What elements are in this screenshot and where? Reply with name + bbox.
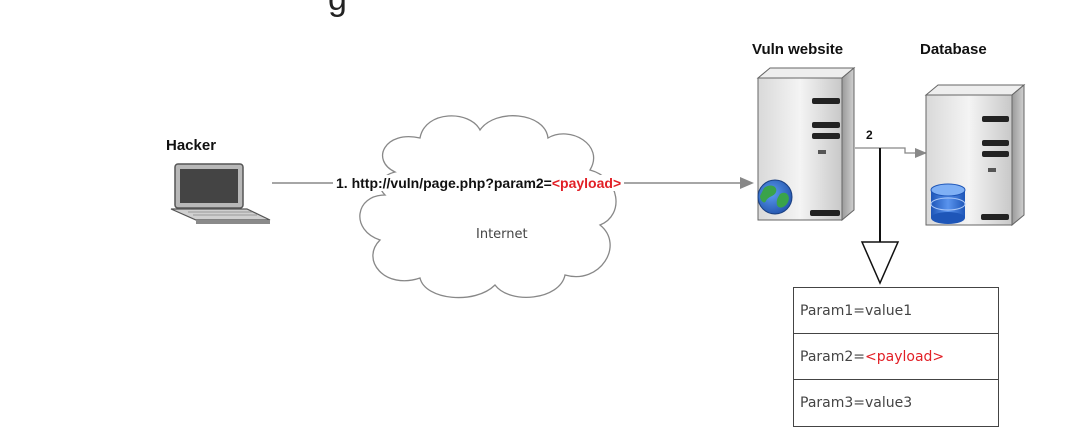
parameter-row: Param2=<payload> xyxy=(794,334,998,380)
param-connector xyxy=(860,148,900,285)
parameter-row: Param1=value1 xyxy=(794,288,998,334)
database-connection xyxy=(855,147,927,158)
param-name: Param1= xyxy=(800,303,866,319)
title-fragment: g xyxy=(328,0,347,19)
vuln-website-label: Vuln website xyxy=(752,41,844,58)
request-payload-text: <payload> xyxy=(551,175,622,191)
parameter-table: Param1=value1 Param2=<payload> Param3=va… xyxy=(793,287,999,427)
param-value-payload: <payload> xyxy=(865,349,945,365)
param-name: Param3= xyxy=(800,395,866,411)
laptop-icon xyxy=(170,163,271,224)
globe-icon xyxy=(757,179,793,215)
param-name: Param2= xyxy=(800,349,866,365)
database-cylinder-icon xyxy=(930,183,966,224)
database-label: Database xyxy=(920,41,987,58)
internet-label: Internet xyxy=(476,227,528,242)
param-value: value3 xyxy=(865,395,913,411)
hacker-label: Hacker xyxy=(166,137,217,154)
step-2-label: 2 xyxy=(866,128,873,142)
parameter-row: Param3=value3 xyxy=(794,380,998,426)
request-url-label: 1. http://vuln/page.php?param2=<payload> xyxy=(333,175,625,191)
internet-cloud-icon xyxy=(359,115,617,299)
param-value: value1 xyxy=(865,303,913,319)
request-url-text: 1. http://vuln/page.php?param2= xyxy=(336,175,552,191)
